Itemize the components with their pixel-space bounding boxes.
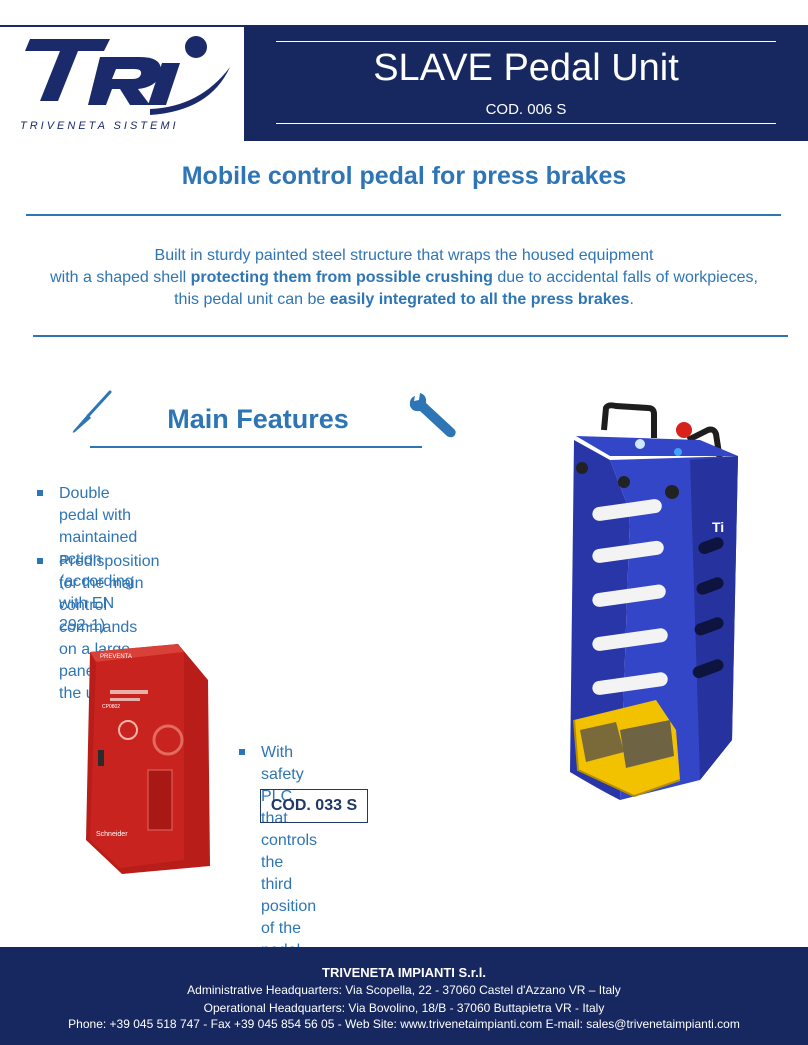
logo-text: TRIVENETA SISTEMI <box>20 120 179 132</box>
wrench-icon <box>409 393 456 438</box>
product-code: COD. 006 S <box>485 101 567 118</box>
bullet-icon <box>37 490 43 496</box>
plc-brand-top: PREVENTA <box>100 654 132 660</box>
intro-line-3: this pedal unit can be easily integrated… <box>174 291 634 308</box>
intro-line-1: Built in sturdy painted steel structure … <box>154 247 654 264</box>
header-banner: SLAVE Pedal Unit COD. 006 S <box>244 25 808 141</box>
svg-text:Ti: Ti <box>712 519 724 535</box>
screwdriver-icon <box>72 390 112 433</box>
footer-company: TRIVENETA IMPIANTI S.r.l. <box>322 965 486 980</box>
tri-logo-graphic <box>25 36 230 115</box>
features-underline <box>90 446 422 448</box>
subtitle: Mobile control pedal for press brakes <box>181 162 627 190</box>
bullet-icon <box>37 558 43 564</box>
footer-operational-hq: Operational Headquarters: Via Bovolino, … <box>203 1001 605 1015</box>
features-title: Main Features <box>167 404 349 434</box>
feature-item: Double pedal with maintained action (acc… <box>37 483 137 637</box>
pedal-unit-image: Ti <box>570 402 738 800</box>
plc-code-box: COD. 033 S <box>260 789 368 823</box>
safety-plc-image: PREVENTA CP0802 Schneider <box>86 644 210 874</box>
footer-contacts: Phone: +39 045 518 747 - Fax +39 045 854… <box>68 1017 740 1031</box>
intro-divider <box>33 335 788 337</box>
bullet-icon <box>239 749 245 755</box>
plc-brand: Schneider <box>96 831 128 838</box>
subtitle-divider <box>26 214 781 216</box>
feature-item: With safety PLC that controls the third … <box>239 742 317 962</box>
header-rule-top <box>276 41 776 42</box>
page-title: SLAVE Pedal Unit <box>373 47 679 89</box>
intro-line-2: with a shaped shell protecting them from… <box>50 269 758 286</box>
footer: TRIVENETA IMPIANTI S.r.l. Administrative… <box>0 947 808 1045</box>
footer-admin-hq: Administrative Headquarters: Via Scopell… <box>187 983 621 997</box>
plc-model: CP0802 <box>102 704 120 710</box>
intro-paragraph: Built in sturdy painted steel structure … <box>20 245 788 311</box>
company-logo: TRIVENETA SISTEMI <box>0 25 244 143</box>
header-rule-bottom <box>276 123 776 124</box>
